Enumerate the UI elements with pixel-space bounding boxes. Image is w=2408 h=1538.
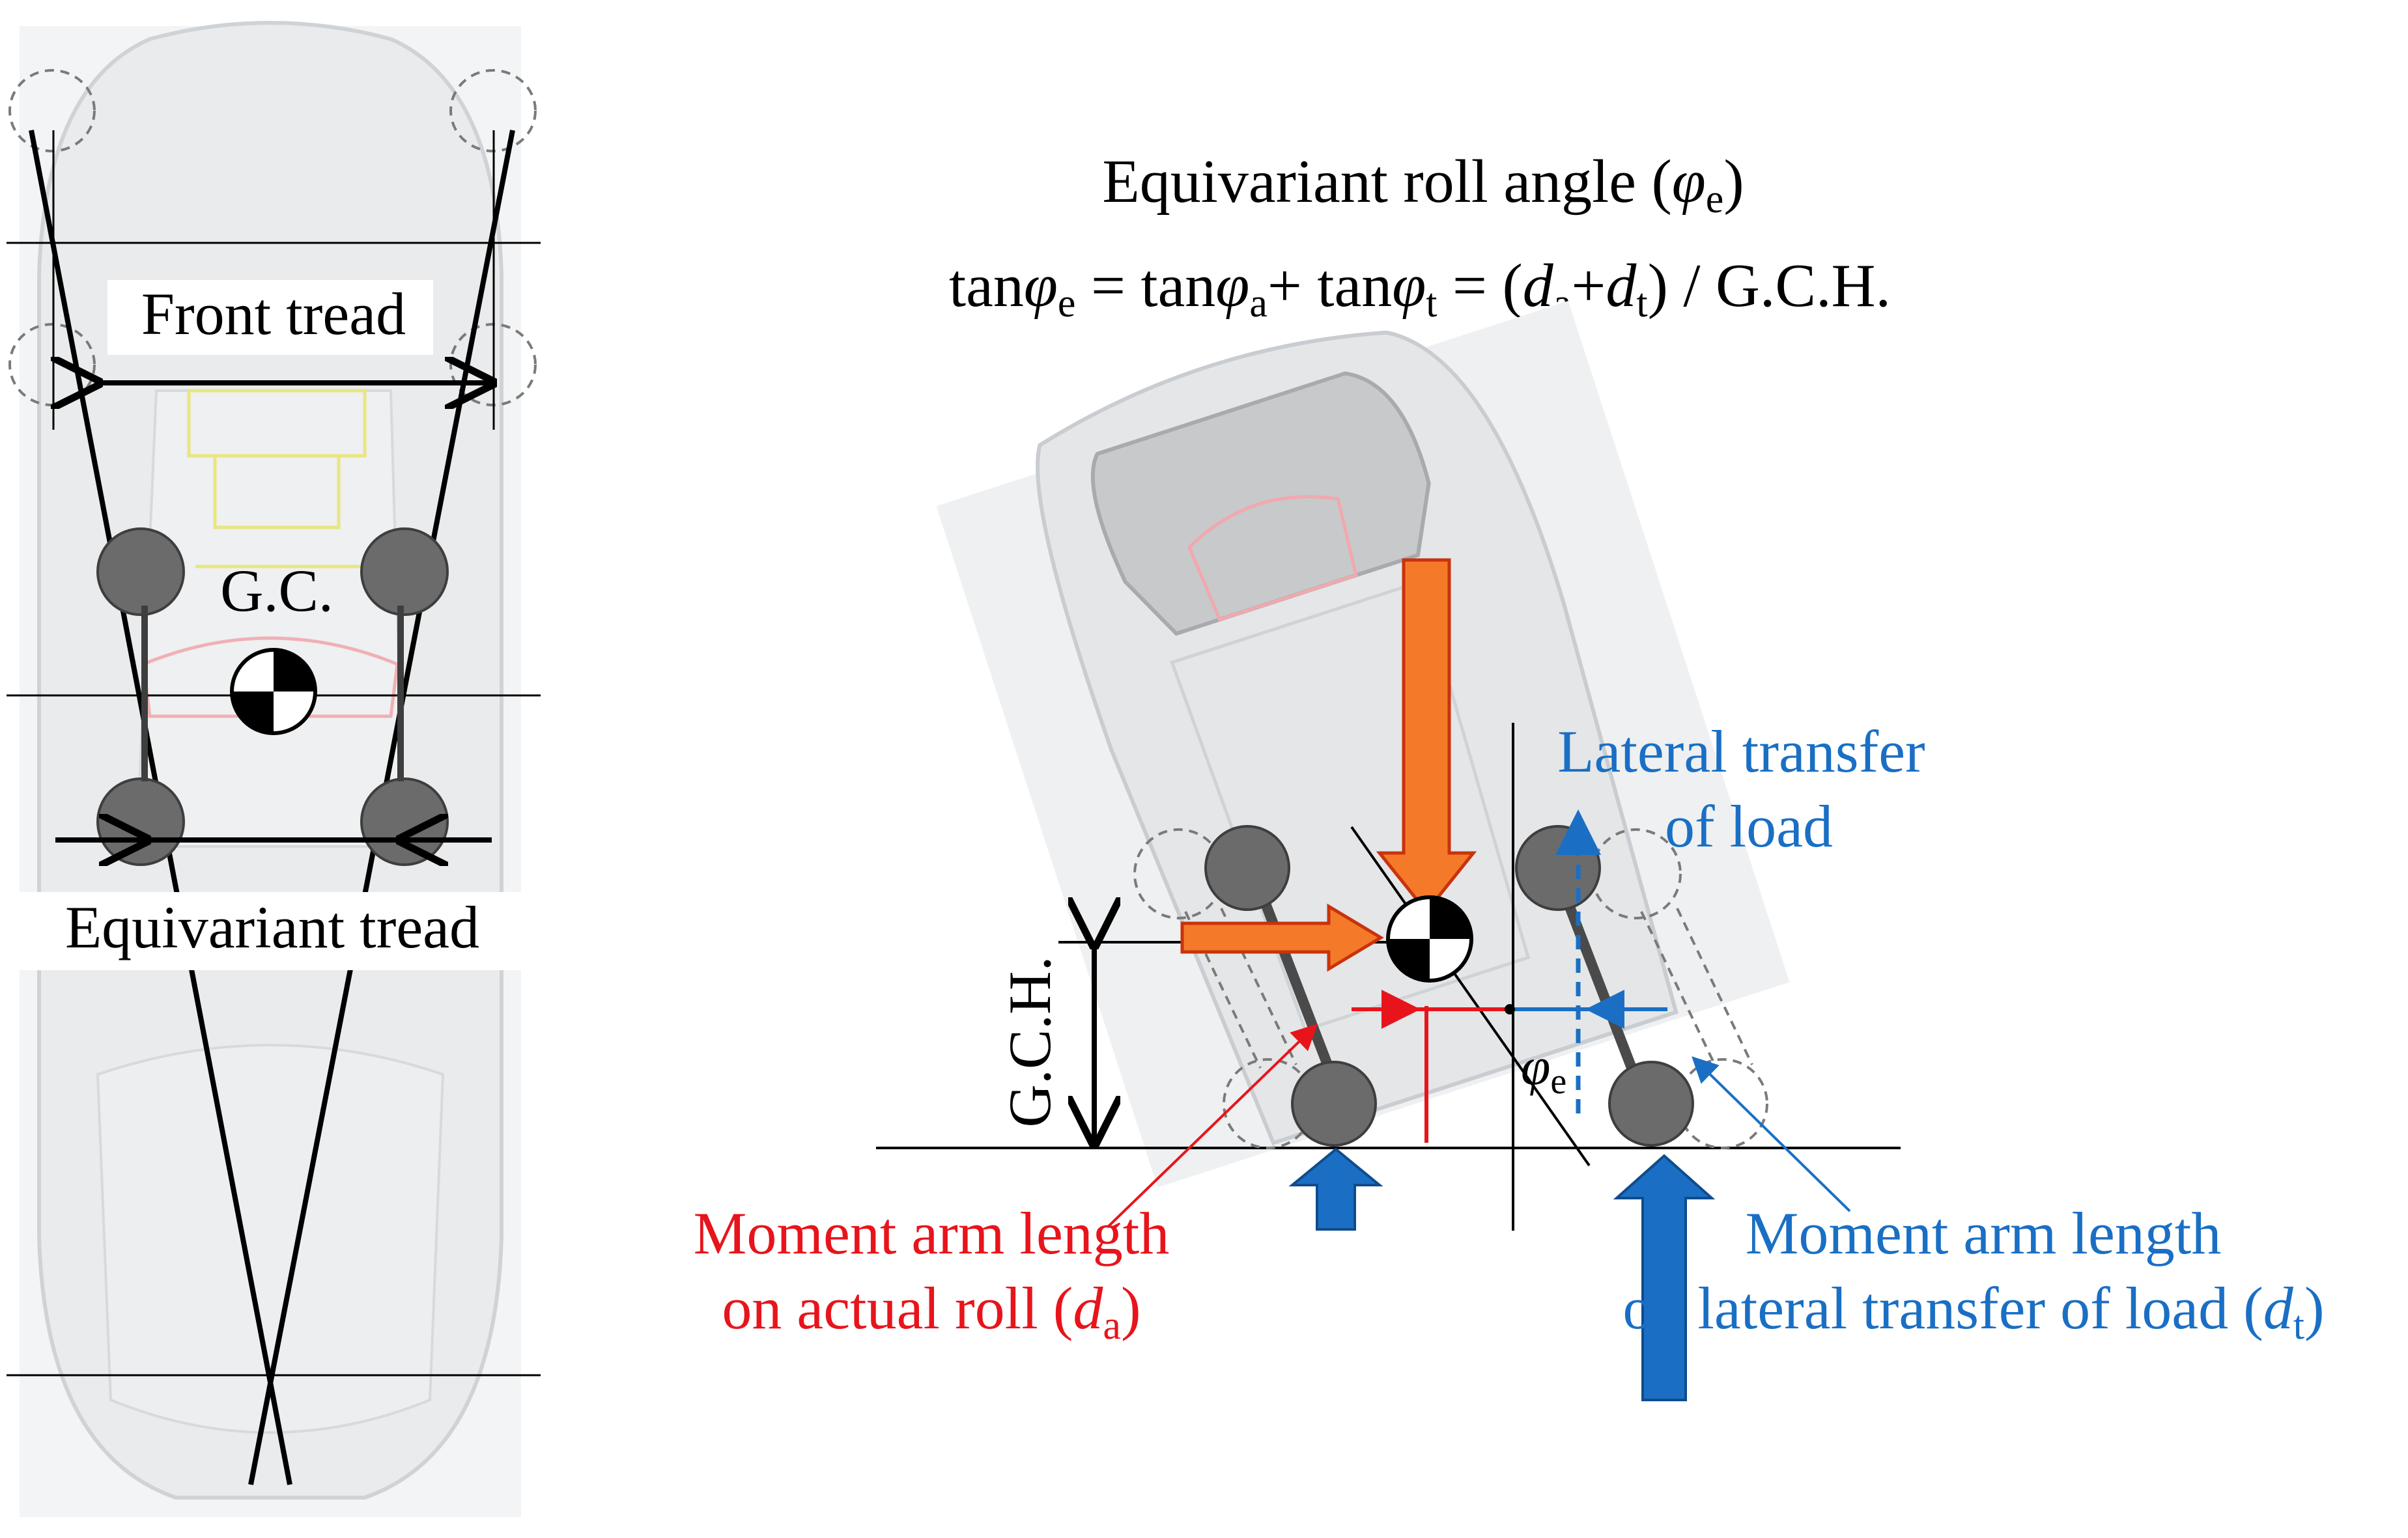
rear-right-inner-wheel — [360, 777, 449, 866]
wheel-struts — [141, 606, 404, 781]
lateral-transfer-line1: Lateral transfer — [1557, 718, 1925, 785]
right-reaction-arrow — [1613, 1154, 1716, 1401]
lateral-transfer-label: Lateral transfer of load — [1557, 718, 1940, 860]
rolled-axis-line — [1350, 826, 1591, 1167]
right-panel-rear-view: Equivariant roll angle (φe) tanφe = tanφ… — [694, 148, 2325, 1401]
lateral-force-arrow — [1180, 903, 1384, 972]
lower-left-wheel — [1291, 1061, 1377, 1147]
roll-axis-point — [1505, 1004, 1515, 1014]
moment-actual-label-line1: Moment arm length — [694, 1200, 1170, 1266]
roll-angle-formula: tanφe = tanφa+ tanφt = (da+dt) / G.C.H. — [949, 252, 1891, 326]
cockpit-sketch-red — [141, 636, 399, 718]
equivariant-tread-dimension: Equivariant tread — [20, 840, 521, 970]
actual-arm-leader — [1106, 1024, 1318, 1229]
left-panel-top-view: Front tread G.C. Equivariant tread — [7, 21, 541, 1517]
vehicle-ghost-nose — [96, 1044, 445, 1434]
lateral-arm-leader — [1692, 1056, 1851, 1212]
upper-left-wheel — [1204, 825, 1290, 911]
moment-arm-lateral — [1513, 990, 1851, 1212]
right-strut — [1561, 897, 1637, 1070]
front-tread-label: Front tread — [141, 281, 406, 347]
ghost-wheel-lower-right — [1677, 1058, 1768, 1149]
lateral-transfer-line2: of load — [1665, 793, 1833, 860]
ghost-wheel-upper-right — [1591, 828, 1682, 919]
gc-label: G.C. — [220, 557, 333, 624]
gch-label: G.C.H. — [997, 956, 1063, 1127]
front-left-wheel-ghost-top — [8, 69, 96, 152]
moment-lateral-label-line1: Moment arm length — [1746, 1200, 2222, 1266]
front-tread-dimension: Front tread — [98, 280, 492, 383]
front-right-inner-wheel — [360, 527, 449, 616]
equivariant-tread-label: Equivariant tread — [65, 894, 479, 960]
ghost-struts — [1184, 908, 1753, 1069]
phi-e-label: φe — [1521, 1037, 1566, 1102]
equivariant-tread-label-bg — [20, 892, 521, 970]
roll-angle-title: Equivariant roll angle (φe) — [1102, 148, 1744, 221]
vertical-weight-arrow — [1376, 558, 1477, 915]
front-left-inner-wheel — [96, 527, 185, 616]
front-tread-label-bg — [107, 280, 433, 355]
left-reaction-arrow — [1288, 1147, 1383, 1231]
upper-right-wheel — [1515, 825, 1601, 911]
moment-arm-actual — [1106, 990, 1513, 1229]
gc-marker: G.C. — [220, 557, 333, 735]
moment-lateral-label-line2: on lateral transfer of load (dt) — [1622, 1275, 2324, 1348]
lower-right-wheel — [1608, 1061, 1694, 1147]
moment-actual-label-line2: on actual roll (da) — [722, 1275, 1140, 1348]
gc-symbol — [1386, 895, 1473, 983]
rear-left-inner-wheel — [96, 777, 185, 866]
gch-dimension: G.C.H. — [997, 944, 1094, 1143]
